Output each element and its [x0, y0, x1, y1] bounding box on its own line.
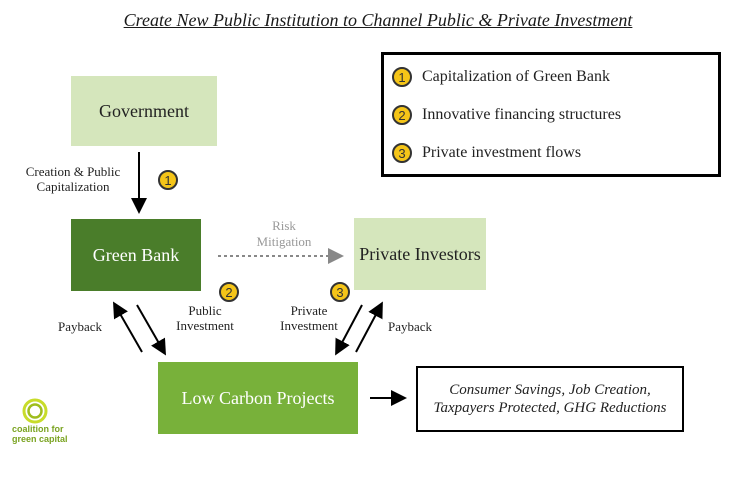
- government-box: Government: [71, 76, 217, 146]
- legend-item-1: 1 Capitalization of Green Bank: [392, 67, 610, 87]
- badge-2: 2: [219, 282, 239, 302]
- logo: coalition for green capital: [12, 398, 82, 444]
- green-bank-box: Green Bank: [71, 219, 201, 291]
- legend-item-3: 3 Private investment flows: [392, 143, 581, 163]
- public-investment-label: Public Investment: [176, 303, 234, 333]
- private-investment-label: Private Investment: [280, 303, 338, 333]
- arrow-payback-right: [355, 301, 383, 353]
- legend-item-2: 2 Innovative financing structures: [392, 105, 621, 125]
- low-carbon-projects-box: Low Carbon Projects: [158, 362, 358, 434]
- legend-text-3: Private investment flows: [422, 144, 582, 161]
- diagram-title: Create New Public Institution to Channel…: [123, 10, 633, 30]
- logo-line-1: coalition for: [12, 424, 64, 434]
- payback-left-label: Payback: [58, 319, 103, 334]
- logo-line-2: green capital: [12, 434, 68, 444]
- creation-capitalization-label: Creation & Public Capitalization: [25, 164, 121, 194]
- legend-badge-2: 2: [392, 105, 412, 125]
- legend-box: 1 Capitalization of Green Bank 2 Innovat…: [381, 52, 721, 177]
- legend-badge-1: 1: [392, 67, 412, 87]
- risk-mitigation-label: Risk Mitigation: [256, 218, 312, 249]
- private-investors-box: Private Investors: [354, 218, 486, 290]
- badge-1: 1: [158, 170, 178, 190]
- arrow-private-investment: [335, 304, 363, 356]
- legend-badge-3: 3: [392, 143, 412, 163]
- logo-rings-icon: [22, 398, 48, 424]
- arrow-public-investment: [136, 304, 166, 356]
- outcomes-box: Consumer Savings, Job Creation, Taxpayer…: [416, 366, 684, 432]
- legend-text-2: Innovative financing structures: [422, 106, 622, 123]
- badge-3: 3: [330, 282, 350, 302]
- payback-right-label: Payback: [388, 319, 433, 334]
- arrow-payback-left: [113, 301, 143, 353]
- legend-text-1: Capitalization of Green Bank: [422, 68, 610, 85]
